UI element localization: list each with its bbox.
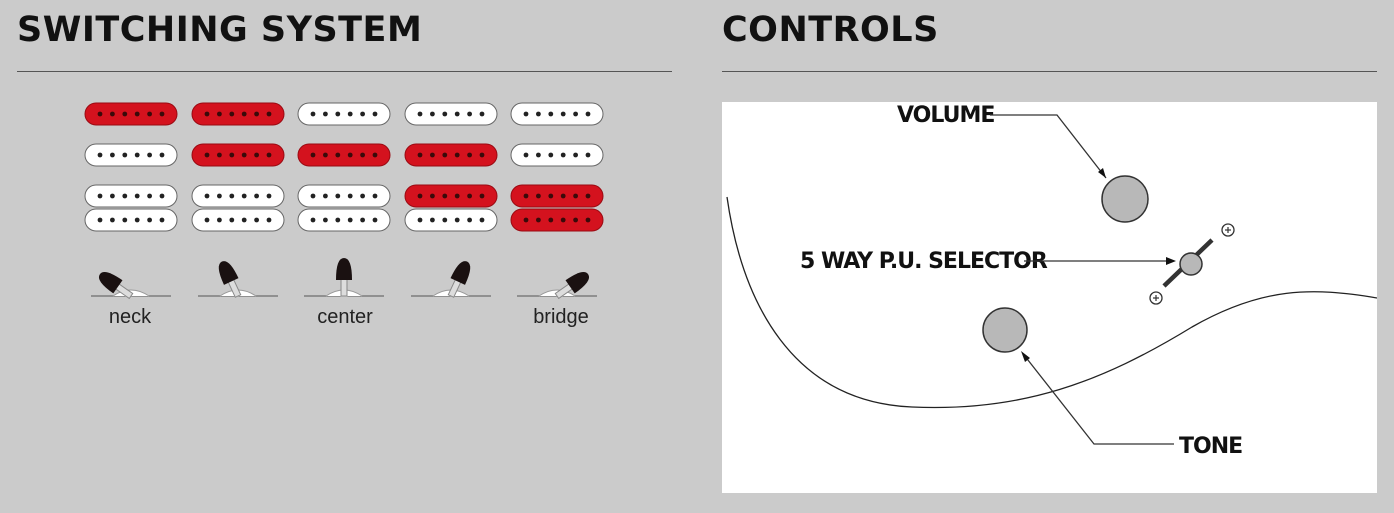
- volume-label: VOLUME: [897, 103, 994, 128]
- switching-divider: [17, 71, 672, 72]
- bridge-pickup-lower-2: [191, 208, 285, 232]
- position-label-bridge: bridge: [533, 306, 589, 328]
- controls-diagram: VOLUME 5 WAY P.U. SELECTOR TONE: [726, 103, 1378, 459]
- switching-system-title: SWITCHING SYSTEM: [17, 10, 423, 50]
- position-label-neck: neck: [108, 306, 152, 328]
- middle-pickup-4: [404, 143, 498, 167]
- volume-leader-line: [990, 114, 1107, 179]
- tone-label: TONE: [1179, 434, 1242, 459]
- bridge-pickup-upper-1: [84, 184, 178, 208]
- neck-pickup-1: [84, 102, 178, 126]
- bridge-pickup-upper-5: [510, 184, 604, 208]
- controls-title: CONTROLS: [722, 10, 939, 50]
- switching-system-section: SWITCHING SYSTEM neck center bridge: [0, 0, 690, 513]
- tone-knob: [982, 307, 1028, 353]
- position-label-center: center: [317, 306, 373, 328]
- guitar-body-outline: [726, 196, 1378, 409]
- volume-knob: [1101, 175, 1149, 223]
- neck-pickup-4: [404, 102, 498, 126]
- bridge-pickup-lower-4: [404, 208, 498, 232]
- switch-lever-5: [554, 271, 590, 300]
- bridge-pickup-lower-5: [510, 208, 604, 232]
- neck-pickup-3: [297, 102, 391, 126]
- switch-lever-2: [218, 261, 242, 298]
- middle-pickup-1: [84, 143, 178, 167]
- tone-leader-line: [1023, 354, 1174, 445]
- middle-pickup-3: [297, 143, 391, 167]
- bridge-pickup-lower-1: [84, 208, 178, 232]
- controls-diagram-panel: VOLUME 5 WAY P.U. SELECTOR TONE: [722, 102, 1378, 493]
- selector-switch: [1149, 223, 1235, 305]
- bridge-pickup-upper-2: [191, 184, 285, 208]
- middle-pickup-5: [510, 143, 604, 167]
- bridge-pickup-lower-3: [297, 208, 391, 232]
- pickup-diagram: [84, 102, 604, 300]
- controls-divider: [722, 71, 1377, 72]
- bridge-pickup-upper-4: [404, 184, 498, 208]
- neck-pickup-2: [191, 102, 285, 126]
- neck-pickup-5: [510, 102, 604, 126]
- switch-lever-3: [336, 258, 352, 297]
- switch-lever-1: [98, 271, 134, 300]
- middle-pickup-2: [191, 143, 285, 167]
- selector-label: 5 WAY P.U. SELECTOR: [800, 249, 1048, 274]
- bridge-pickup-upper-3: [297, 184, 391, 208]
- switch-lever-4: [447, 261, 471, 298]
